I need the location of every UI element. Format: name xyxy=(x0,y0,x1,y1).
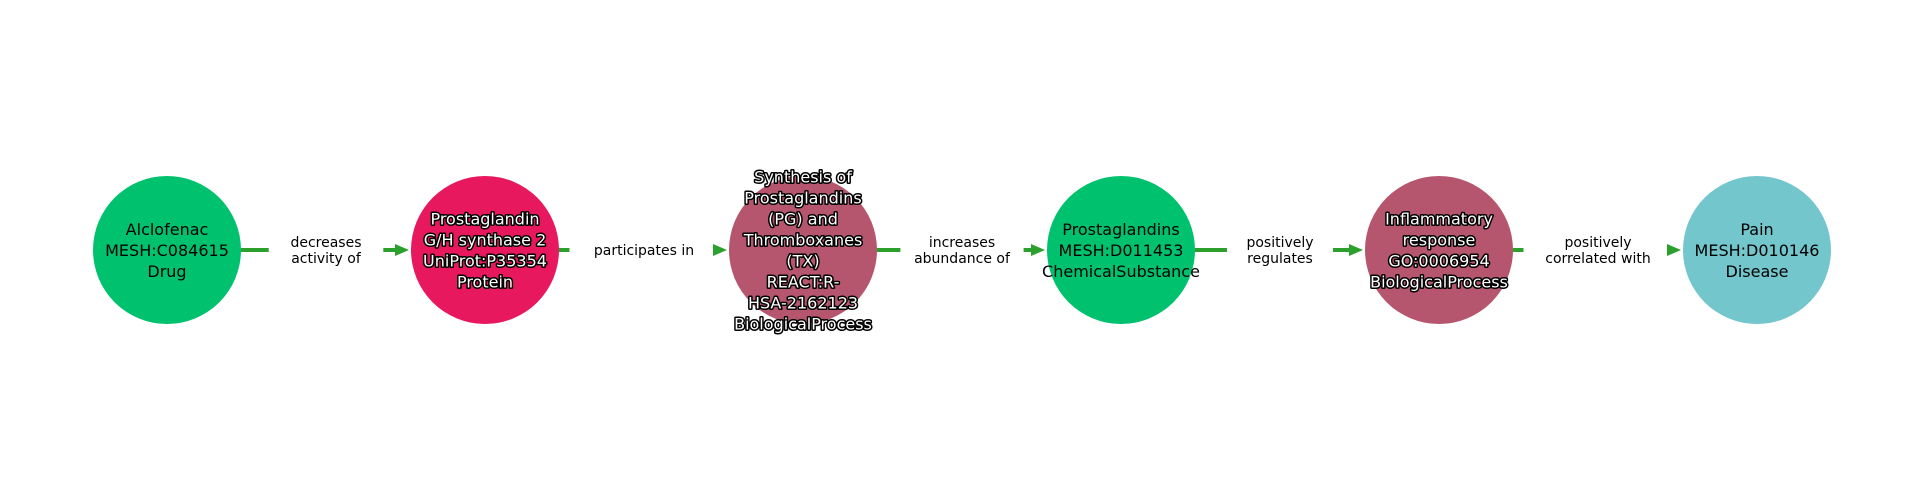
node-label-line: UniProt:P35354 xyxy=(423,252,547,271)
edge-label: correlated with xyxy=(1545,251,1650,267)
node-inflammatory: Inflammatory responseGO:0006954Biological… xyxy=(1365,176,1513,324)
arrowhead-icon xyxy=(1667,244,1681,256)
arrowhead-icon xyxy=(1031,244,1045,256)
node-label-line: GO:0006954 xyxy=(1388,252,1489,271)
node-label-line: Synthesis of xyxy=(754,168,852,187)
node-label-line: Alclofenac xyxy=(126,220,209,239)
node-label-line: MESH:D010146 xyxy=(1695,241,1820,260)
arrowhead-icon xyxy=(1349,244,1363,256)
node-circle xyxy=(729,176,877,324)
node-synthesis: Synthesis of Prostaglandins (PG) andThromb… xyxy=(729,166,877,335)
edge-label: abundance of xyxy=(914,251,1011,267)
node-label-line: Thromboxanes xyxy=(743,231,863,250)
node-label-line: G/H synthase 2 xyxy=(424,231,547,250)
node-label-line: REACT:R- xyxy=(767,273,840,292)
node-label-line: (TX) xyxy=(786,252,819,271)
node-label-line: ChemicalSubstance xyxy=(1042,262,1200,281)
node-label-line: Pain xyxy=(1740,220,1773,239)
edge-label: decreases xyxy=(290,235,361,251)
node-circle xyxy=(1047,176,1195,324)
node-circle xyxy=(93,176,241,324)
node-label-line: Prostaglandin xyxy=(430,210,539,229)
node-label-line: HSA-2162123 xyxy=(748,294,858,313)
edge-label: positively xyxy=(1564,235,1631,251)
node-label-line: MESH:C084615 xyxy=(105,241,229,260)
node-label-line: (PG) and xyxy=(768,210,838,229)
node-label-line: Protein xyxy=(457,273,513,292)
edge-label: participates in xyxy=(594,243,694,259)
edge-ptgs2-to-synthesis: participates in xyxy=(559,243,727,259)
node-label-line: Drug xyxy=(147,262,186,281)
edge-label: activity of xyxy=(291,251,362,267)
node-label-line: Prostaglandins xyxy=(1062,220,1179,239)
edge-label: positively xyxy=(1246,235,1313,251)
node-circle xyxy=(1365,176,1513,324)
arrowhead-icon xyxy=(395,244,409,256)
node-label-line: Prostaglandins xyxy=(744,189,861,208)
edge-label: increases xyxy=(929,235,995,251)
edge-label: regulates xyxy=(1247,251,1313,267)
node-label-line: BiologicalProcess xyxy=(1370,273,1508,292)
node-label-line: Disease xyxy=(1726,262,1789,281)
node-circle xyxy=(411,176,559,324)
node-label-line: Inflammatory xyxy=(1385,210,1493,229)
node-prostaglandins: ProstaglandinsMESH:D011453ChemicalSubsta… xyxy=(1042,176,1200,324)
node-label-line: response xyxy=(1403,231,1476,250)
arrowhead-icon xyxy=(713,244,727,256)
node-label-line: BiologicalProcess xyxy=(734,315,872,334)
node-circle xyxy=(1683,176,1831,324)
node-label-line: MESH:D011453 xyxy=(1059,241,1184,260)
